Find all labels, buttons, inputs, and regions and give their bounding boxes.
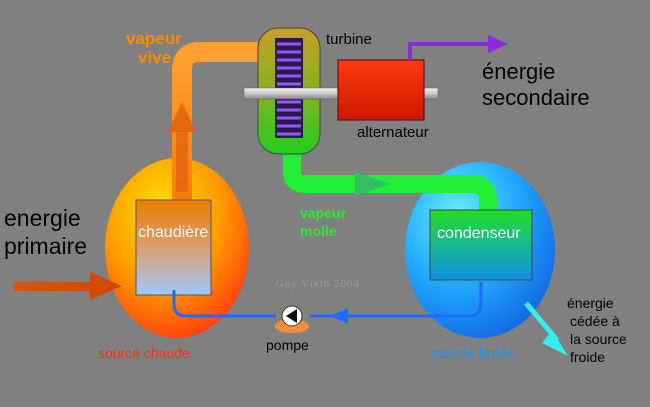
water-circuit-arrow xyxy=(330,308,348,324)
label-energie-cedee-2: cédée à xyxy=(570,313,620,329)
vapeur-molle-arrow xyxy=(355,172,390,196)
energie-cedee-arrowhead xyxy=(542,330,568,356)
label-energie-secondaire-2: secondaire xyxy=(482,85,590,110)
energie-secondaire-arrow xyxy=(408,42,492,60)
label-energie-primaire-2: primaire xyxy=(4,233,88,259)
alternateur-box xyxy=(337,59,425,121)
label-energie-secondaire-1: énergie xyxy=(482,59,556,84)
pompe-icon-triangle xyxy=(286,309,297,323)
water-circuit-return xyxy=(172,290,276,318)
turbine-blades xyxy=(277,42,301,136)
vapeur-vive-pipe xyxy=(172,42,268,210)
condenseur-box xyxy=(429,209,533,281)
label-turbine: turbine xyxy=(326,31,372,48)
watermark: Guy Vielh 2004 xyxy=(276,278,361,290)
energie-primaire-arrowhead xyxy=(90,272,122,300)
energie-secondaire-arrowhead xyxy=(488,35,508,53)
water-circuit xyxy=(310,282,483,318)
vapeur-vive-arrow xyxy=(168,102,196,132)
label-source-chaude: source chaude xyxy=(98,345,190,361)
label-alternateur: alternateur xyxy=(357,124,429,141)
label-vapeur-vive-1: vapeur xyxy=(126,29,182,48)
label-source-froide: source froide xyxy=(433,345,514,361)
label-pompe: pompe xyxy=(266,337,309,353)
label-energie-cedee-3: la source xyxy=(570,331,627,347)
label-condenseur: condenseur xyxy=(437,225,521,242)
label-vapeur-molle-2: molle xyxy=(300,223,337,239)
label-vapeur-molle-1: vapeur xyxy=(300,205,346,221)
label-energie-primaire-1: energie xyxy=(4,205,81,231)
energie-primaire-shaft xyxy=(14,282,94,291)
label-energie-cedee-4: froide xyxy=(570,349,606,365)
chaudiere-box xyxy=(135,199,212,296)
label-energie-cedee-1: énergie xyxy=(567,295,614,311)
vapeur-vive-arrow-stem xyxy=(176,130,188,192)
label-vapeur-vive-2: vive xyxy=(138,48,172,67)
label-chaudiere: chaudière xyxy=(138,224,209,241)
